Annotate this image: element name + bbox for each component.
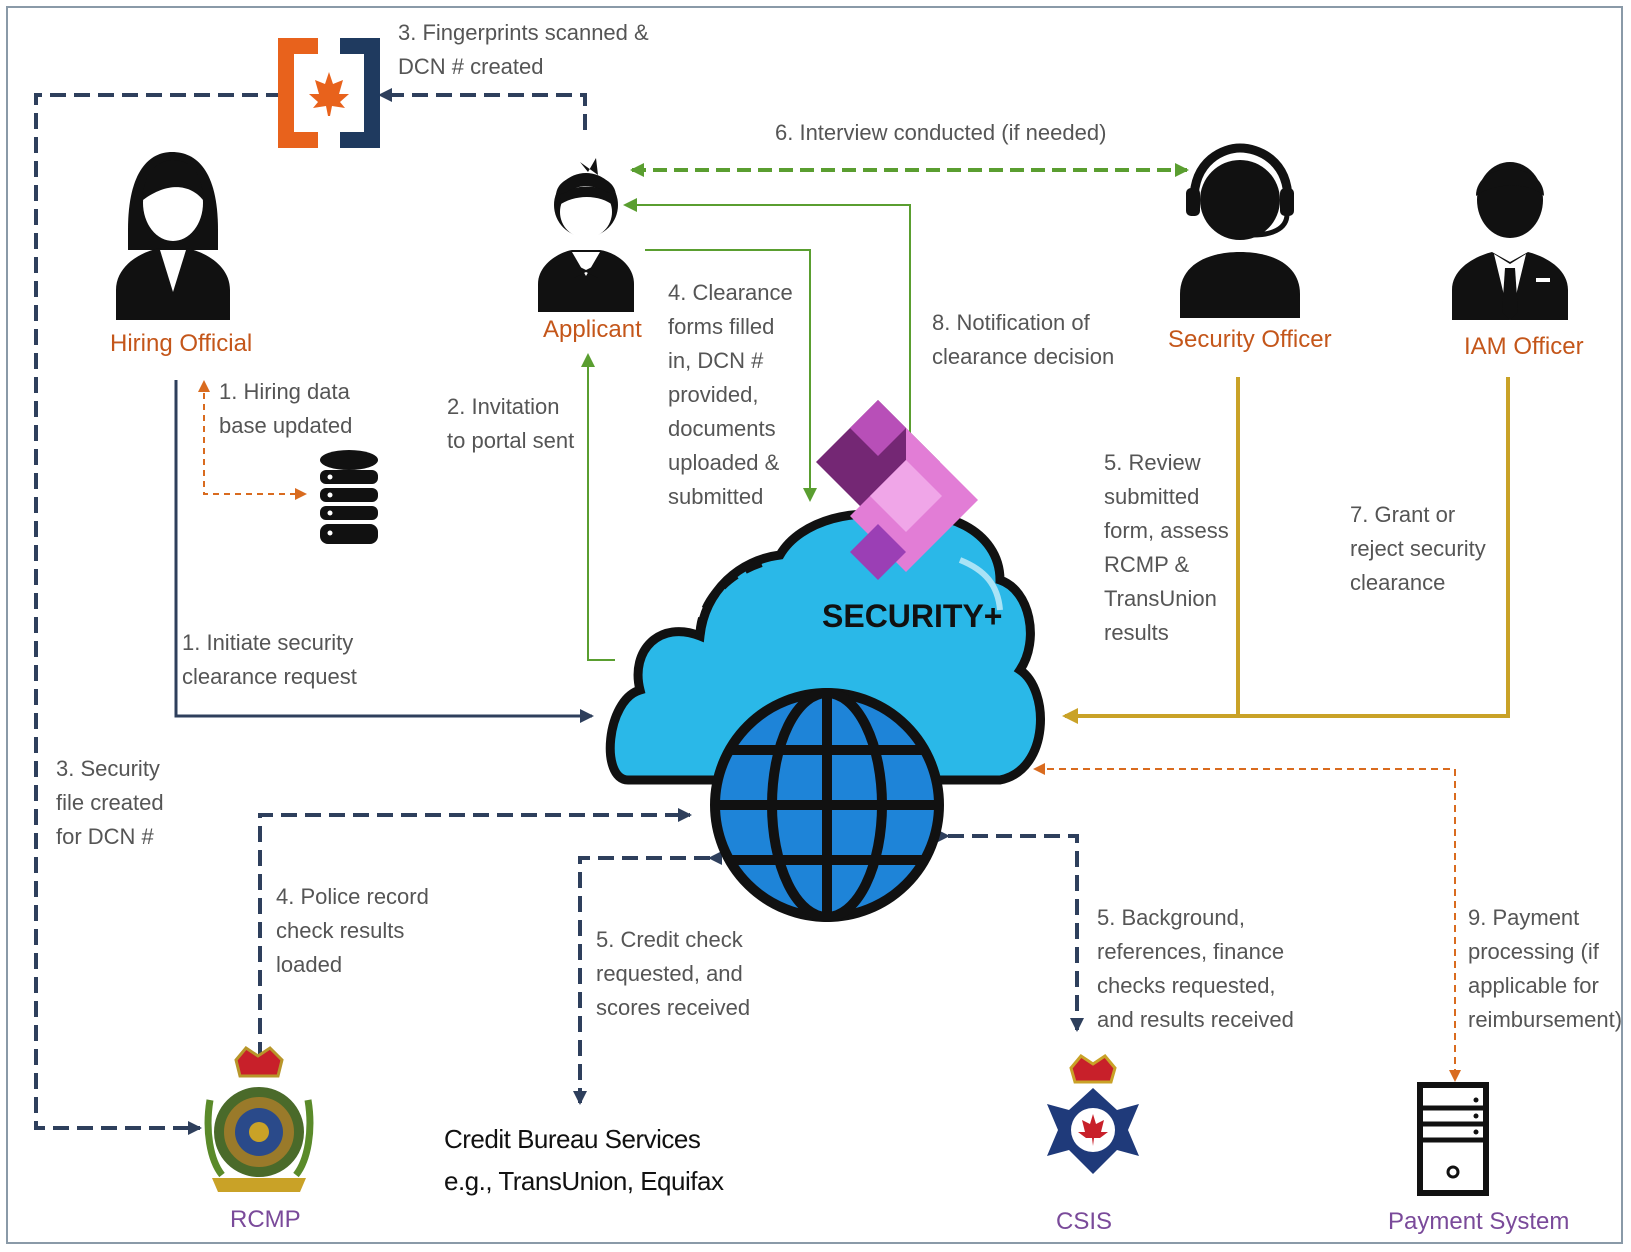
diagram-frame — [6, 6, 1623, 1244]
step-review-label: 5. Review submitted form, assess RCMP & … — [1104, 450, 1229, 645]
background-arrow — [936, 829, 1084, 1032]
applicant-icon — [538, 158, 634, 312]
csis-label: CSIS — [1056, 1208, 1113, 1235]
hiring-official-icon — [116, 152, 230, 320]
applicant-label: Applicant — [543, 316, 642, 343]
rcmp-crest-icon — [204, 1046, 314, 1192]
step-grant-label: 7. Grant or reject security clearance — [1350, 502, 1486, 595]
initiate-arrow — [174, 380, 594, 723]
security-officer-icon — [1180, 143, 1300, 318]
cloud-icon — [605, 509, 1045, 785]
step-forms-label: 4. Clearance forms filled in, DCN # prov… — [668, 280, 793, 509]
hiring-official-label: Hiring Official — [110, 330, 253, 357]
step-credit-label: 5. Credit check requested, and scores re… — [596, 927, 751, 1020]
step-payment-label: 9. Payment processing (if applicable for… — [1468, 905, 1623, 1032]
step-fingerprints-label: 3. Fingerprints scanned & DCN # created — [398, 20, 649, 79]
hiring-db-arrow — [198, 380, 307, 500]
forms-arrow — [645, 249, 817, 502]
iam-officer-label: IAM Officer — [1464, 333, 1584, 360]
step-invitation-label: 2. Invitation to portal sent — [447, 394, 575, 453]
payment-system-label: Payment System — [1388, 1208, 1570, 1235]
step-hiring-db-label: 1. Hiring data base updated — [219, 379, 353, 438]
security-file-arrow — [34, 93, 282, 1135]
step-initiate-label: 1. Initiate security clearance request — [182, 630, 357, 689]
police-arrow — [258, 808, 692, 1058]
payment-arrow — [1033, 763, 1461, 1082]
iam-officer-icon — [1452, 162, 1568, 320]
grant-arrow — [1062, 377, 1510, 724]
fingerprint-logo-icon — [278, 38, 380, 148]
rcmp-label: RCMP — [230, 1206, 301, 1233]
step-notification-label: 8. Notification of clearance decision — [932, 310, 1115, 369]
fingerprints-arrow — [378, 88, 587, 130]
step-background-label: 5. Background, references, finance check… — [1097, 905, 1294, 1032]
globe-icon — [710, 688, 944, 922]
credit-arrow — [573, 851, 722, 1105]
power-apps-icon — [816, 400, 978, 580]
step-interview-label: 6. Interview conducted (if needed) — [775, 120, 1107, 145]
payment-server-icon — [1417, 1082, 1489, 1196]
step-police-label: 4. Police record check results loaded — [276, 884, 429, 977]
database-icon — [320, 450, 378, 544]
invitation-arrow — [581, 353, 615, 661]
security-officer-label: Security Officer — [1168, 326, 1332, 353]
credit-bureau-label: Credit Bureau Services e.g., TransUnion,… — [444, 1124, 724, 1196]
notification-arrow — [623, 198, 911, 500]
csis-emblem-icon — [1047, 1054, 1139, 1174]
system-name: SECURITY+ — [822, 598, 1003, 634]
step-security-file-label: 3. Security file created for DCN # — [56, 756, 164, 849]
